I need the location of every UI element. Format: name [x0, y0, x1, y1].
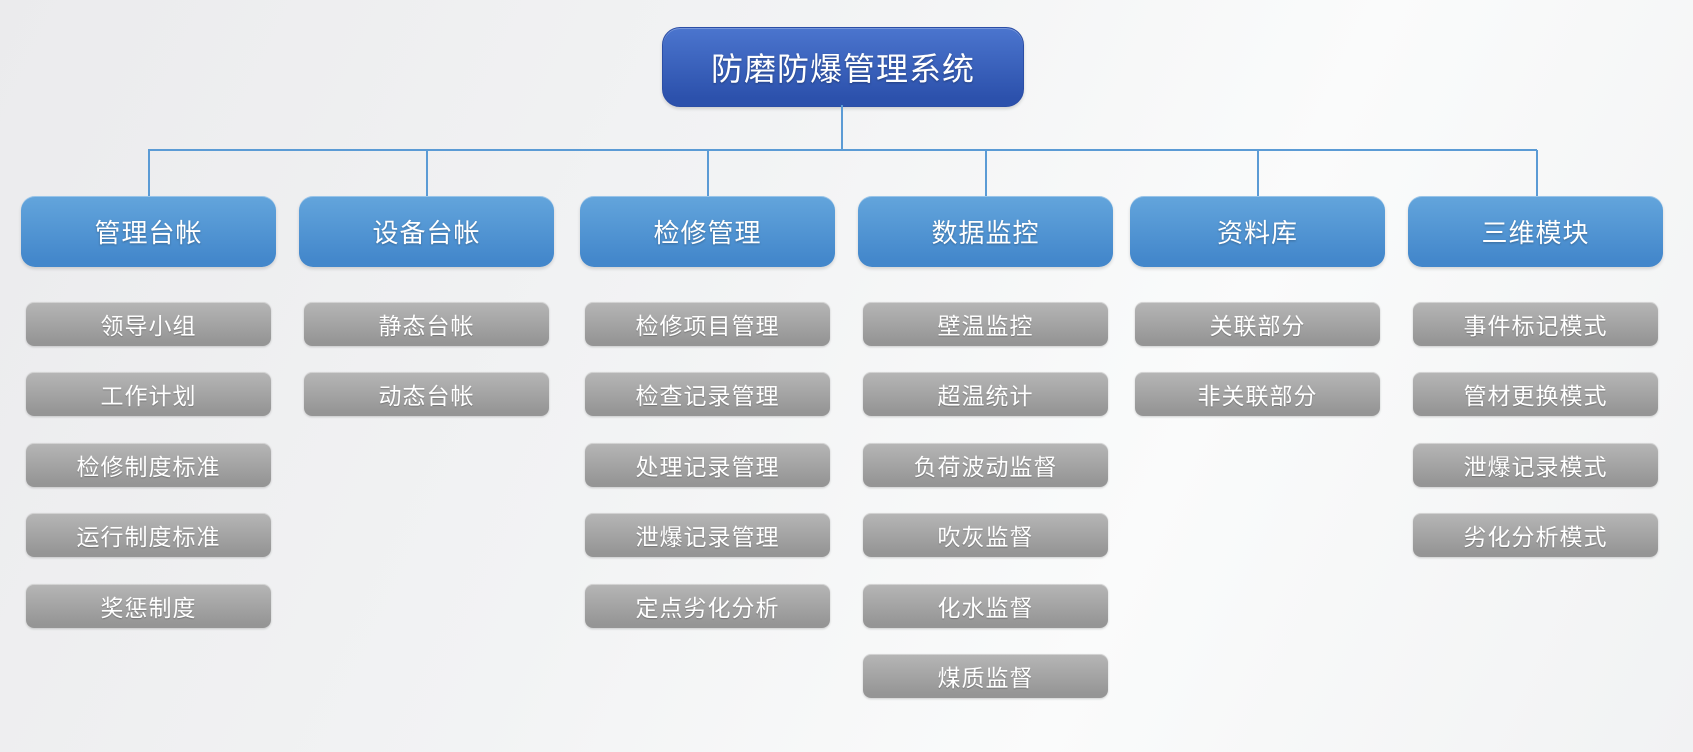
- branch-header-equipment-ledger: 设备台帐: [299, 196, 554, 267]
- branch-header-data-library: 资料库: [1130, 196, 1385, 267]
- column-equipment-ledger: 设备台帐 静态台帐 动态台帐: [299, 0, 554, 752]
- node-explosion-record-mgmt: 泄爆记录管理: [585, 513, 830, 557]
- connector-drop-2: [426, 150, 428, 197]
- node-reward-punishment: 奖惩制度: [26, 584, 271, 628]
- node-degradation-analysis-mode: 劣化分析模式: [1413, 513, 1658, 557]
- connector-drop-1: [148, 150, 150, 197]
- node-wall-temp-monitoring: 壁温监控: [863, 302, 1108, 346]
- node-leading-group: 领导小组: [26, 302, 271, 346]
- connector-drop-4: [985, 150, 987, 197]
- node-fixed-point-degradation: 定点劣化分析: [585, 584, 830, 628]
- node-static-ledger: 静态台帐: [304, 302, 549, 346]
- connector-drop-6: [1536, 150, 1538, 197]
- node-sootblowing-supervision: 吹灰监督: [863, 513, 1108, 557]
- node-related-part: 关联部分: [1135, 302, 1380, 346]
- node-water-chem-supervision: 化水监督: [863, 584, 1108, 628]
- node-explosion-record-mode: 泄爆记录模式: [1413, 443, 1658, 487]
- connector-bus: [148, 149, 1537, 151]
- root-node: 防磨防爆管理系统: [662, 27, 1024, 107]
- node-work-plan: 工作计划: [26, 372, 271, 416]
- connector-drop-5: [1257, 150, 1259, 197]
- node-event-marking-mode: 事件标记模式: [1413, 302, 1658, 346]
- node-dynamic-ledger: 动态台帐: [304, 372, 549, 416]
- connector-stem: [841, 105, 843, 150]
- branch-header-3d-module: 三维模块: [1408, 196, 1663, 267]
- node-inspection-record-mgmt: 检查记录管理: [585, 372, 830, 416]
- column-management-ledger: 管理台帐 领导小组 工作计划 检修制度标准 运行制度标准 奖惩制度: [21, 0, 276, 752]
- node-handling-record-mgmt: 处理记录管理: [585, 443, 830, 487]
- node-maintenance-standard: 检修制度标准: [26, 443, 271, 487]
- node-non-related-part: 非关联部分: [1135, 372, 1380, 416]
- column-data-monitoring: 数据监控 壁温监控 超温统计 负荷波动监督 吹灰监督 化水监督 煤质监督: [858, 0, 1113, 752]
- column-3d-module: 三维模块 事件标记模式 管材更换模式 泄爆记录模式 劣化分析模式: [1408, 0, 1663, 752]
- node-operation-standard: 运行制度标准: [26, 513, 271, 557]
- node-overtemp-statistics: 超温统计: [863, 372, 1108, 416]
- node-coal-quality-supervision: 煤质监督: [863, 654, 1108, 698]
- connector-drop-3: [707, 150, 709, 197]
- branch-header-data-monitoring: 数据监控: [858, 196, 1113, 267]
- branch-header-management-ledger: 管理台帐: [21, 196, 276, 267]
- node-pipe-replacement-mode: 管材更换模式: [1413, 372, 1658, 416]
- column-data-library: 资料库 关联部分 非关联部分: [1130, 0, 1385, 752]
- node-maintenance-project-mgmt: 检修项目管理: [585, 302, 830, 346]
- branch-header-maintenance-management: 检修管理: [580, 196, 835, 267]
- node-load-fluctuation: 负荷波动监督: [863, 443, 1108, 487]
- column-maintenance-management: 检修管理 检修项目管理 检查记录管理 处理记录管理 泄爆记录管理 定点劣化分析: [580, 0, 835, 752]
